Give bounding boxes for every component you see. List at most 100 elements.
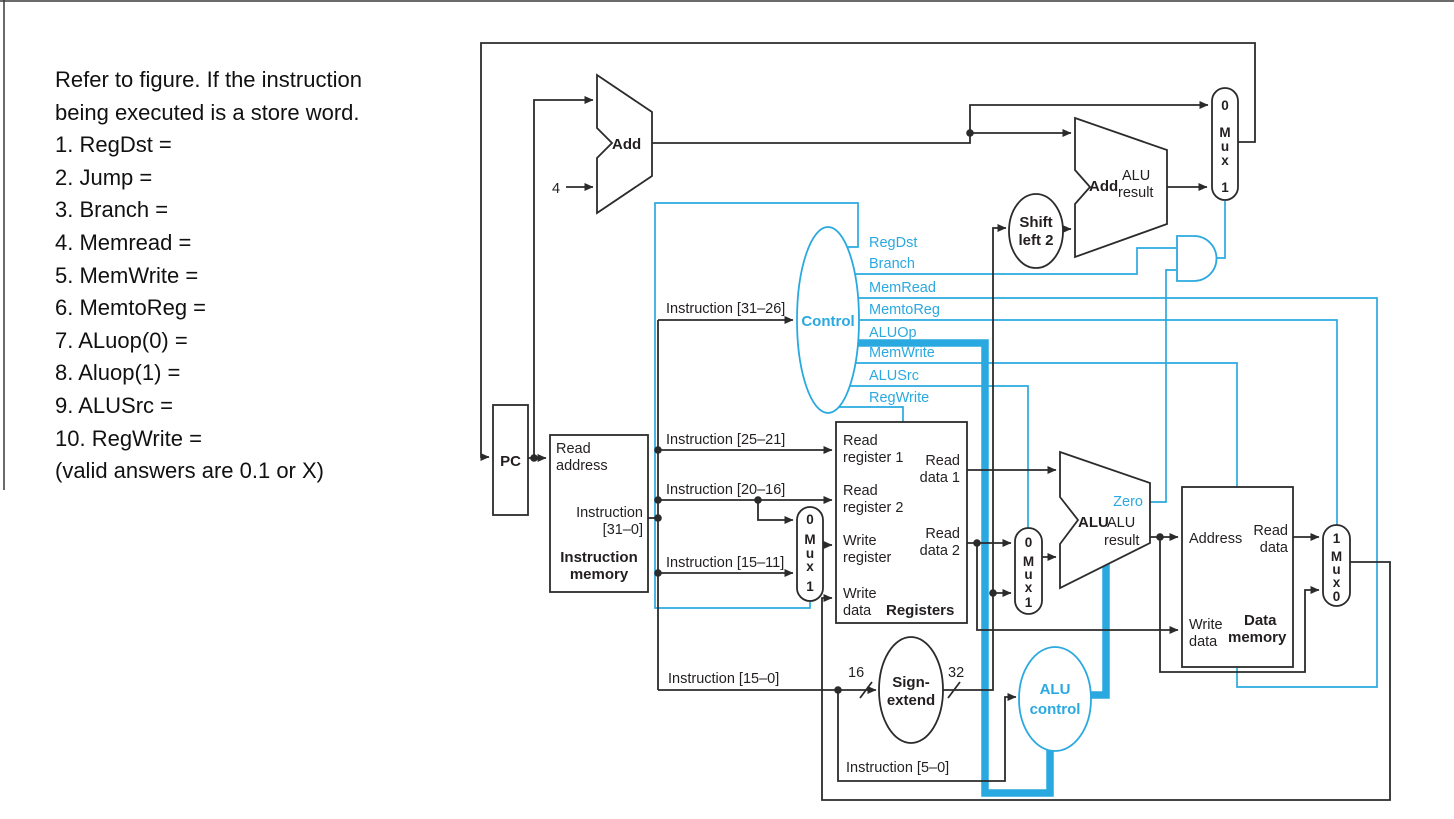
slash-16-bit [859,681,873,699]
alu-result-line1: ALU [1107,515,1135,531]
pcsrc-mux-0: 0 [1221,98,1229,113]
const4-label: 4 [552,181,560,197]
imem-instruction-label: Instruction [576,505,643,521]
alusrc-mux-0: 0 [1025,535,1033,550]
pc-box [492,404,529,516]
label-instr-25-21: Instruction [25–21] [666,432,785,448]
alu-label: ALU [1078,514,1109,531]
question-text-block: Refer to figure. If the instruction bein… [55,64,485,488]
imem-range-label: [31–0] [603,522,643,538]
regdst-mux-x: x [806,559,814,574]
imem-name-line1: Instruction [560,549,638,566]
reg-writereg-line1: Write [843,533,877,549]
label-instr-31-26: Instruction [31–26] [666,301,785,317]
width-32-label: 32 [948,665,964,681]
wire-pc-to-add4 [533,96,594,458]
wire-instr-5-0 [837,690,1017,782]
signal-aluop: ALUOp [869,325,917,341]
reg-readdata2-line2: data 2 [920,543,960,559]
alusrc-mux-M: M [1023,554,1034,569]
wire-regwrite [830,406,904,423]
junction-dot [989,589,997,597]
question-line: 2. Jump = [55,164,153,190]
dmem-name-line2: memory [1228,629,1287,646]
add4-adder [596,73,653,215]
question-line: 10. RegWrite = [55,425,202,451]
reg-writedata-line1: Write [843,586,877,602]
wire-instr-20-16-to-mux [757,500,794,524]
regdst-mux-0: 0 [806,512,814,527]
signal-branch: Branch [869,256,915,272]
junction-dot [530,454,538,462]
question-line: 6. MemtoReg = [55,295,207,321]
alu-shape [1059,450,1151,590]
wire-branch [830,247,1176,275]
pcsrc-mux-1: 1 [1221,180,1229,195]
reg-writedata-line2: data [843,603,872,619]
branch-add-label: Add [1089,178,1118,195]
dmem-readdata-line1: Read [1253,523,1288,539]
junction-dot [1156,533,1164,541]
alusrc-mux-x: x [1025,580,1033,595]
wire-memwrite [830,362,1238,488]
wire-aluop-highlighted [830,339,1054,797]
alusrc-mux-u: u [1024,567,1032,582]
signal-memwrite: MemWrite [869,345,935,361]
wire-zero [1150,269,1176,503]
reg-readdata1-line2: data 1 [920,470,960,486]
and-gate [1176,235,1218,282]
wire-memtoreg [830,319,1338,526]
dmem-readdata-line2: data [1260,540,1289,556]
question-line: 3. Branch = [55,197,169,223]
question-line: (valid answers are 0.1 or X) [55,458,324,484]
alu-control-line2: control [1030,701,1081,718]
dmem-address-label: Address [1189,531,1242,547]
memtoreg-mux-0: 0 [1333,589,1341,604]
alusrc-mux-1: 1 [1025,595,1033,610]
wire-regdst [654,202,859,609]
instruction-memory-box [549,434,649,593]
registers-name: Registers [886,602,954,619]
junction-dot [654,446,662,454]
signext-line2: extend [887,692,935,709]
alusrc-mux [1014,527,1043,615]
wire-memread [830,297,1378,688]
question-line: 4. Memread = [55,229,192,255]
imem-read-label: Read [556,441,591,457]
signal-memtoreg: MemtoReg [869,302,940,318]
junction-dot [654,514,662,522]
wire-pc-feedback [480,42,1256,461]
wire-read-data2-to-dmem [976,543,1179,634]
signal-regdst: RegDst [869,235,917,251]
junction-dot [654,569,662,577]
dmem-writedata-line1: Write [1189,617,1223,633]
registers-box [835,421,968,624]
sign-extend-oval [878,636,944,744]
zero-label: Zero [1113,494,1143,510]
question-line: 8. Aluop(1) = [55,360,181,386]
branch-add-result-label: result [1118,185,1153,201]
signal-alusrc: ALUSrc [869,368,919,384]
signext-line1: Sign- [892,674,930,691]
question-line: 7. ALuop(0) = [55,327,188,353]
control-oval [796,226,860,414]
reg-writereg-line2: register [843,550,892,566]
shift-line2: left 2 [1018,232,1053,249]
regdst-mux-u: u [806,546,814,561]
label-instr-20-16: Instruction [20–16] [666,482,785,498]
reg-readdata1-line1: Read [925,453,960,469]
junction-dot [754,496,762,504]
dmem-name-line1: Data [1244,612,1277,629]
question-line: Refer to figure. If the instruction [55,67,362,92]
pcsrc-mux-M: M [1219,125,1230,140]
regdst-mux-1: 1 [806,579,814,594]
wire-writeback [821,561,1391,801]
imem-address-label: address [556,458,608,474]
reg-readreg1-line2: register 1 [843,450,903,466]
wire-pcplus4 [650,101,1209,144]
signal-regwrite: RegWrite [869,390,929,406]
question-line: 5. MemWrite = [55,262,199,288]
branch-adder [1074,116,1168,259]
pcsrc-mux [1211,87,1239,201]
